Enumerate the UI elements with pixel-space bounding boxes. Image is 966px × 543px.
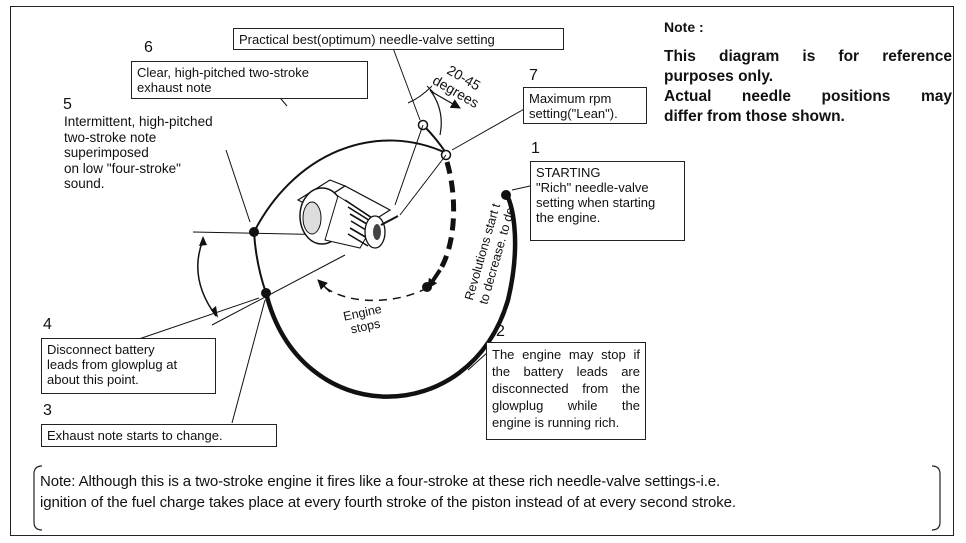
needle-setting-circle-thick [263, 191, 518, 399]
intermittent-line-3: superimposed [64, 145, 149, 160]
label-number-3: 3 [43, 402, 52, 419]
intermittent-note-label: Intermittent, high-pitched two-stroke no… [64, 114, 213, 192]
note-body: This diagram is for reference purposes o… [664, 47, 952, 127]
revolutions-dashed-path [437, 161, 457, 272]
needle-valve-illustration [296, 179, 399, 249]
intermittent-line-1: Intermittent, high-pitched [64, 114, 213, 129]
starting-line-2: "Rich" needle-valve [536, 180, 649, 195]
radial-line-optimum [394, 124, 424, 206]
radial-line-max-rpm [399, 154, 447, 216]
may-stop-line-4: glowplug while the [492, 398, 640, 413]
degrees-arc-2 [407, 85, 433, 104]
diagram-frame [10, 6, 954, 536]
exhaust-change-label: Exhaust note starts to change. [41, 424, 277, 447]
leader-disconnect [135, 297, 260, 341]
note-heading: Note : [664, 19, 704, 35]
engine-stops-arrow [317, 279, 331, 293]
clear-note-line-1: Clear, high-pitched two-stroke [137, 65, 309, 80]
label-number-6: 6 [144, 39, 153, 56]
engine-may-stop-label: The engine may stop if the battery leads… [486, 342, 646, 440]
note-line-2: purposes only. [664, 68, 774, 85]
label-number-1: 1 [531, 140, 540, 157]
point-revolutions [422, 282, 432, 292]
leader-max-rpm [451, 107, 527, 151]
leader-starting [511, 185, 531, 191]
clear-exhaust-note-label: Clear, high-pitched two-stroke exhaust n… [131, 61, 368, 99]
leader-intermittent [225, 149, 251, 223]
may-stop-line-1: The engine may stop if [492, 347, 640, 362]
bottom-note-line-2: ignition of the fuel charge takes place … [40, 494, 736, 511]
disconnect-line-2: leads from glowplug at [47, 357, 178, 372]
note-line-4: differ from those shown. [664, 108, 845, 125]
intermittent-line-5: sound. [64, 176, 105, 191]
leader-may-stop [467, 351, 489, 371]
starting-line-4: the engine. [536, 210, 601, 225]
angle-arc-left [197, 239, 217, 317]
leader-exhaust [231, 299, 266, 424]
starting-line-3: setting when starting [536, 195, 656, 210]
may-stop-line-5: engine is running rich. [492, 415, 620, 430]
optimum-setting-label: Practical best(optimum) needle-valve set… [233, 28, 564, 50]
max-rpm-line-2: setting("Lean"). [529, 106, 618, 121]
intermittent-line-2: two-stroke note [64, 129, 157, 145]
point-intermittent [249, 227, 259, 237]
label-number-5: 5 [63, 96, 72, 113]
needle-setting-circle-thin [252, 139, 447, 294]
label-number-2: 2 [496, 323, 505, 340]
label-number-7: 7 [529, 67, 538, 84]
may-stop-line-2: the battery leads are [492, 364, 640, 379]
degrees-arc [429, 89, 442, 136]
disconnect-line-3: about this point. [47, 372, 139, 387]
engine-stops-dashed-path [321, 284, 428, 302]
disconnect-battery-label: Disconnect battery leads from glowplug a… [41, 338, 216, 394]
starting-label: STARTING "Rich" needle-valve setting whe… [530, 161, 685, 241]
max-rpm-label: Maximum rpm setting("Lean"). [523, 87, 647, 124]
note-line-1: This diagram is for reference [664, 48, 952, 65]
degrees-arrow [431, 91, 461, 109]
note-line-3: Actual needle positions may [664, 88, 952, 105]
bottom-note-line-1: Note: Although this is a two-stroke engi… [40, 473, 721, 490]
may-stop-line-3: disconnected from the [492, 381, 640, 396]
max-rpm-line-1: Maximum rpm [529, 91, 612, 106]
clear-note-line-2: exhaust note [137, 80, 212, 95]
label-number-4: 4 [43, 316, 52, 333]
disconnect-line-1: Disconnect battery [47, 342, 155, 357]
bottom-note: Note: Although this is a two-stroke engi… [40, 471, 930, 513]
intermittent-line-4: on low "four-stroke" [64, 160, 181, 176]
leader-optimum [392, 47, 421, 121]
starting-line-1: STARTING [536, 165, 601, 180]
radial-line-exhaust [211, 254, 346, 326]
point-starting [501, 190, 511, 200]
